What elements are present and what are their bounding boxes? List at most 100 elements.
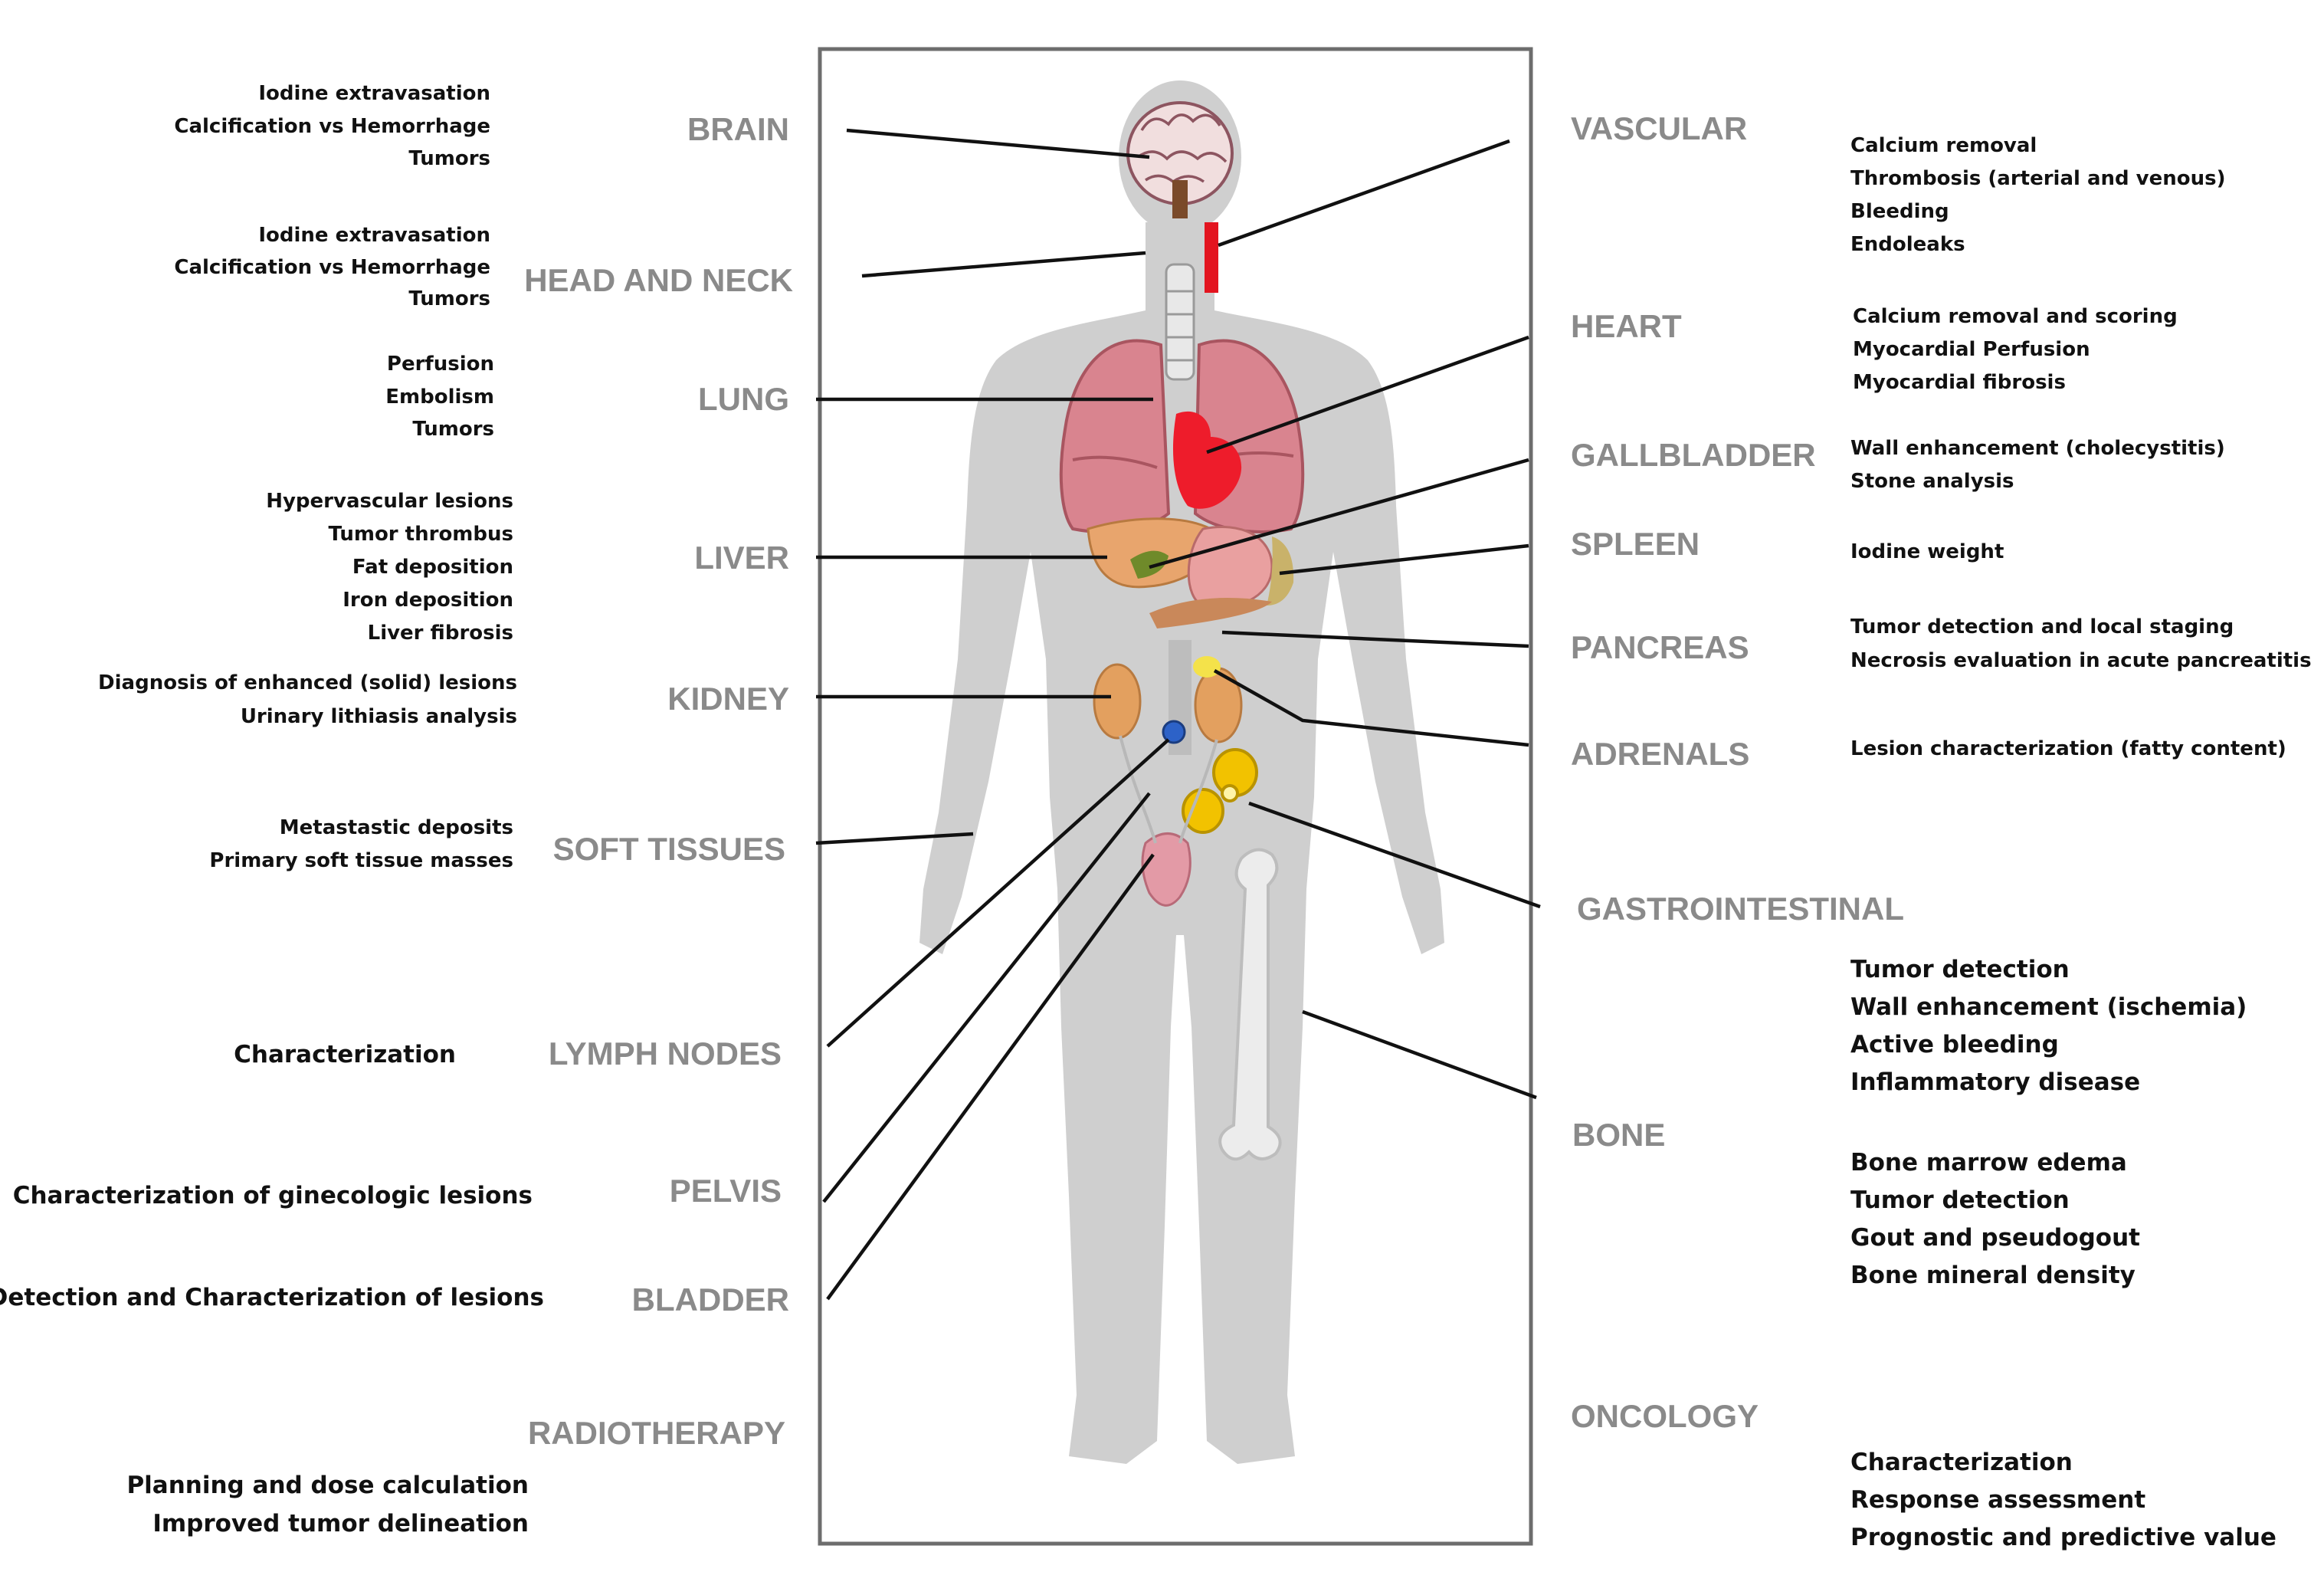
pancreas-app-item: Necrosis evaluation in acute pancreatiti… bbox=[1850, 649, 2312, 672]
leader-bladder bbox=[826, 853, 1155, 1301]
leader-pelvis bbox=[822, 792, 1151, 1203]
label-bone: BONE bbox=[1572, 1117, 1665, 1153]
head-neck-app-item: Iodine extravasation bbox=[258, 224, 490, 247]
gastrointestinal-app-item: Tumor detection bbox=[1850, 956, 2070, 983]
bone-app-item: Bone marrow edema bbox=[1850, 1149, 2127, 1177]
leader-soft-tissues bbox=[815, 832, 974, 845]
label-lung: LUNG bbox=[698, 381, 789, 417]
pancreas-app-item: Tumor detection and local staging bbox=[1850, 615, 2234, 638]
label-lymph-nodes: LYMPH NODES bbox=[549, 1035, 782, 1072]
bone-app-item: Tumor detection bbox=[1850, 1186, 2070, 1214]
leader-brain bbox=[846, 128, 1150, 159]
right-organ-labels: VASCULAR HEART GALLBLADDER SPLEEN PANCRE… bbox=[1571, 110, 1904, 1434]
label-heart: HEART bbox=[1571, 308, 1682, 344]
vascular-app-item: Endoleaks bbox=[1850, 233, 1965, 256]
adrenals-app-item: Lesion characterization (fatty content) bbox=[1850, 737, 2286, 760]
gastrointestinal-app-item: Wall enhancement (ischemia) bbox=[1850, 993, 2247, 1021]
liver-app-item: Iron deposition bbox=[343, 589, 513, 612]
left-organ-labels: BRAIN HEAD AND NECK LUNG LIVER KIDNEY SO… bbox=[524, 111, 793, 1451]
lung-app-item: Perfusion bbox=[387, 353, 494, 376]
label-oncology: ONCOLOGY bbox=[1571, 1398, 1759, 1434]
kidney-app-item: Diagnosis of enhanced (solid) lesions bbox=[98, 671, 517, 694]
vessel-illustration bbox=[1205, 222, 1218, 293]
liver-app-item: Liver fibrosis bbox=[368, 622, 513, 645]
leader-pancreas bbox=[1221, 630, 1529, 648]
spleen-app-item: Iodine weight bbox=[1850, 540, 2004, 563]
bladder-app-item: Detection and Characterization of lesion… bbox=[0, 1284, 544, 1311]
kidney-app-item: Urinary lithiasis analysis bbox=[241, 705, 517, 728]
label-head-neck: HEAD AND NECK bbox=[524, 262, 793, 298]
gallbladder-app-item: Stone analysis bbox=[1850, 470, 2014, 493]
oncology-app-item: Response assessment bbox=[1850, 1486, 2145, 1514]
label-vascular: VASCULAR bbox=[1571, 110, 1747, 146]
liver-app-item: Tumor thrombus bbox=[328, 523, 513, 546]
bone-app-item: Bone mineral density bbox=[1850, 1262, 2136, 1289]
heart-app-item: Myocardial fibrosis bbox=[1853, 371, 2066, 394]
leader-head-neck bbox=[861, 251, 1146, 278]
bowel-illustration bbox=[1182, 748, 1258, 834]
lung-app-item: Embolism bbox=[385, 386, 494, 409]
bone-app-item: Gout and pseudogout bbox=[1850, 1224, 2140, 1252]
head-neck-app-item: Calcification vs Hemorrhage bbox=[174, 256, 490, 279]
gastrointestinal-app-item: Inflammatory disease bbox=[1850, 1068, 2140, 1096]
bladder-illustration bbox=[1141, 832, 1192, 907]
liver-app-item: Hypervascular lesions bbox=[266, 490, 513, 513]
brain-app-item: Tumors bbox=[408, 147, 490, 170]
lymph-node-illustration bbox=[1162, 720, 1186, 744]
label-adrenals: ADRENALS bbox=[1571, 736, 1749, 772]
leader-heart bbox=[1206, 335, 1529, 455]
pelvis-app-item: Characterization of ginecologic lesions bbox=[13, 1182, 533, 1209]
radiotherapy-app-item: Planning and dose calculation bbox=[126, 1472, 529, 1499]
brain-app-item: Iodine extravasation bbox=[258, 82, 490, 105]
leader-gastrointestinal bbox=[1248, 801, 1541, 909]
liver-app-item: Fat deposition bbox=[352, 556, 513, 579]
lymph-nodes-app-item: Characterization bbox=[234, 1041, 456, 1068]
gallbladder-app-item: Wall enhancement (cholecystitis) bbox=[1850, 437, 2225, 460]
soft-tissues-app-item: Primary soft tissue masses bbox=[209, 849, 513, 872]
heart-app-item: Calcium removal and scoring bbox=[1853, 305, 2178, 328]
left-application-lists: Iodine extravasation Calcification vs He… bbox=[0, 82, 544, 1538]
label-spleen: SPLEEN bbox=[1571, 526, 1700, 562]
leader-lymph-nodes bbox=[826, 738, 1170, 1048]
soft-tissues-app-item: Metastastic deposits bbox=[280, 816, 513, 839]
leader-gallbladder bbox=[1149, 458, 1529, 569]
leader-spleen bbox=[1279, 543, 1529, 576]
oncology-app-item: Prognostic and predictive value bbox=[1850, 1524, 2276, 1551]
oncology-app-item: Characterization bbox=[1850, 1449, 2073, 1476]
leader-adrenals bbox=[1213, 669, 1529, 747]
label-pelvis: PELVIS bbox=[670, 1173, 782, 1209]
label-liver: LIVER bbox=[694, 540, 789, 576]
radiotherapy-app-item: Improved tumor delineation bbox=[152, 1510, 529, 1538]
vascular-app-item: Calcium removal bbox=[1850, 134, 2037, 157]
kidney-right-illustration bbox=[1194, 667, 1243, 743]
pancreas-illustration bbox=[1149, 598, 1272, 628]
gallbladder-illustration bbox=[1130, 550, 1169, 579]
ureter-illustration bbox=[1119, 735, 1218, 844]
adrenal-illustration bbox=[1193, 656, 1221, 678]
label-bladder: BLADDER bbox=[632, 1282, 789, 1318]
heart-illustration bbox=[1172, 411, 1242, 509]
label-gallbladder: GALLBLADDER bbox=[1571, 437, 1816, 473]
label-brain: BRAIN bbox=[687, 111, 789, 147]
kidney-left-illustration bbox=[1093, 663, 1142, 740]
vascular-app-item: Thrombosis (arterial and venous) bbox=[1850, 167, 2226, 190]
leader-bone bbox=[1302, 1009, 1537, 1100]
label-gastrointestinal: GASTROINTESTINAL bbox=[1577, 891, 1904, 927]
right-application-lists: Calcium removal Thrombosis (arterial and… bbox=[1850, 134, 2312, 1551]
label-radiotherapy: RADIOTHERAPY bbox=[528, 1415, 785, 1451]
vascular-app-item: Bleeding bbox=[1850, 200, 1949, 223]
brain-app-item: Calcification vs Hemorrhage bbox=[174, 115, 490, 138]
trachea-illustration bbox=[1165, 263, 1195, 381]
lung-app-item: Tumors bbox=[412, 418, 494, 441]
head-neck-app-item: Tumors bbox=[408, 287, 490, 310]
label-soft-tissues: SOFT TISSUES bbox=[553, 831, 785, 867]
spleen-illustration bbox=[1267, 537, 1294, 605]
gastrointestinal-app-item: Active bleeding bbox=[1850, 1031, 2059, 1058]
heart-app-item: Myocardial Perfusion bbox=[1853, 338, 2090, 361]
label-pancreas: PANCREAS bbox=[1571, 629, 1749, 665]
leader-vascular bbox=[1218, 139, 1510, 248]
femur-illustration bbox=[1218, 848, 1282, 1161]
leader-lines bbox=[815, 128, 1541, 1301]
label-kidney: KIDNEY bbox=[667, 681, 789, 717]
